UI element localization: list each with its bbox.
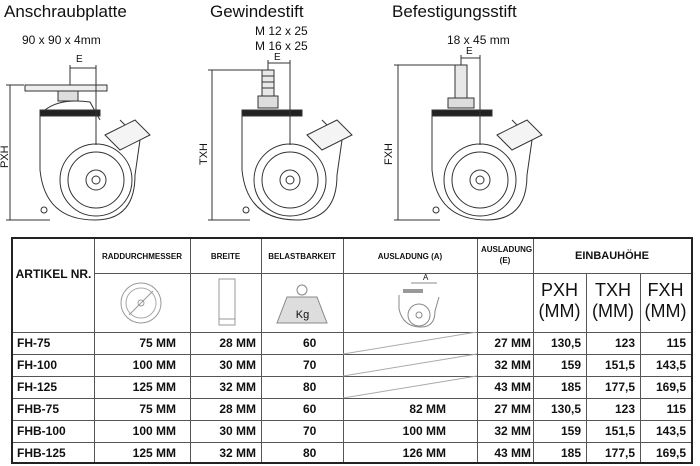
- spec-stud-2: M 16 x 25: [255, 39, 308, 53]
- table-row: FHB-100 100 MM 30 MM 70 100 MM 32 MM 159…: [13, 421, 691, 442]
- cell-offset-a: 126 MM: [402, 446, 446, 460]
- cell-txh: 177,5: [604, 446, 635, 460]
- cell-offset-e: 32 MM: [494, 424, 531, 438]
- cell-fxh: 143,5: [655, 424, 686, 438]
- cell-fxh: 143,5: [655, 358, 686, 372]
- cell-width: 28 MM: [219, 402, 256, 416]
- table-row: FHB-75 75 MM 28 MM 60 82 MM 27 MM 130,5 …: [13, 399, 691, 420]
- header-wheel: RADDURCHMESSER: [101, 252, 182, 261]
- cell-offset-e: 43 MM: [494, 446, 531, 460]
- spec-plate: 90 x 90 x 4mm: [22, 33, 101, 47]
- cell-load: 80: [303, 380, 317, 394]
- caster-drawings: [6, 55, 543, 221]
- offset-a-icon-label: A: [423, 273, 429, 282]
- weight-icon-label: Kg: [295, 309, 310, 321]
- header-article: ARTIKEL NR.: [15, 267, 92, 281]
- heading-pin: Befestigungsstift: [392, 2, 517, 21]
- header-load: BELASTBARKEIT: [268, 252, 336, 261]
- table-row: FHB-125 125 MM 32 MM 80 126 MM 43 MM 185…: [13, 443, 691, 464]
- label-fxh: FXH: [383, 143, 395, 165]
- cell-load: 70: [303, 358, 317, 372]
- cell-load: 70: [303, 424, 317, 438]
- cell-wheel: 125 MM: [132, 446, 176, 460]
- caster-pin-drawing: [394, 55, 543, 221]
- caster-plate-drawing: [6, 65, 151, 221]
- cell-width: 32 MM: [219, 446, 256, 460]
- header-height: EINBAUHÖHE: [575, 250, 649, 262]
- cell-wheel: 75 MM: [139, 402, 176, 416]
- cell-width: 30 MM: [219, 358, 256, 372]
- label-txh: TXH: [198, 143, 210, 165]
- cell-txh: 177,5: [604, 380, 635, 394]
- caster-stud-drawing: [208, 60, 353, 221]
- cell-load: 80: [303, 446, 317, 460]
- cell-pxh: 185: [560, 446, 581, 460]
- label-e-stud: E: [274, 52, 281, 63]
- cell-fxh: 115: [666, 336, 686, 350]
- heading-plate: Anschraubplatte: [4, 2, 127, 21]
- cell-offset-a: 100 MM: [402, 424, 446, 438]
- wheel-width-icon: [218, 278, 236, 326]
- cell-pxh: 159: [560, 424, 581, 438]
- cell-article: FHB-75: [17, 402, 60, 416]
- label-pxh: PXH: [0, 145, 11, 168]
- cell-wheel: 100 MM: [132, 424, 176, 438]
- cell-article: FH-100: [17, 358, 58, 372]
- weight-icon: [276, 284, 328, 324]
- cell-article: FH-125: [17, 380, 58, 394]
- table-row: FH-75 75 MM 28 MM 60 27 MM 130,5 123 115: [13, 333, 691, 354]
- cell-fxh: 115: [666, 402, 686, 416]
- cell-width: 30 MM: [219, 424, 256, 438]
- heading-stud: Gewindestift: [210, 2, 304, 21]
- header-offset-a: AUSLADUNG (A): [377, 252, 443, 261]
- header-fxh-unit: (MM): [644, 301, 687, 321]
- cell-txh: 123: [614, 336, 635, 350]
- header-width: BREITE: [210, 252, 241, 261]
- header-offset-e: AUSLADUNG (E): [481, 245, 533, 265]
- cell-load: 60: [303, 402, 317, 416]
- cell-offset-a: 82 MM: [409, 402, 446, 416]
- cell-article: FHB-125: [17, 446, 66, 460]
- cell-offset-e: 27 MM: [494, 336, 531, 350]
- cell-fxh: 169,5: [655, 446, 686, 460]
- cell-wheel: 75 MM: [139, 336, 176, 350]
- cell-offset-e: 32 MM: [494, 358, 531, 372]
- cell-offset-e: 43 MM: [494, 380, 531, 394]
- spec-pin: 18 x 45 mm: [447, 33, 510, 47]
- header-pxh: PXH: [540, 280, 578, 300]
- table-row: FH-100 100 MM 30 MM 70 32 MM 159 151,5 1…: [13, 355, 691, 376]
- wheel-diameter-icon: [120, 282, 162, 324]
- spec-table: ARTIKEL NR. RADDURCHMESSER BREITE BELAST…: [11, 237, 693, 464]
- cell-txh: 151,5: [604, 424, 635, 438]
- spec-stud-1: M 12 x 25: [255, 24, 308, 38]
- cell-width: 32 MM: [219, 380, 256, 394]
- cell-txh: 123: [614, 402, 635, 416]
- cell-pxh: 130,5: [550, 336, 581, 350]
- empty-offset-strikes: [343, 332, 477, 398]
- label-e-pin: E: [466, 46, 473, 57]
- cell-load: 60: [303, 336, 317, 350]
- cell-article: FH-75: [17, 336, 51, 350]
- cell-article: FHB-100: [17, 424, 66, 438]
- offset-a-icon: [398, 282, 440, 328]
- cell-pxh: 159: [560, 358, 581, 372]
- header-txh: TXH: [595, 280, 631, 300]
- cell-wheel: 125 MM: [132, 380, 176, 394]
- header-pxh-unit: (MM): [538, 301, 581, 321]
- cell-txh: 151,5: [604, 358, 635, 372]
- label-e-plate: E: [76, 54, 83, 65]
- cell-wheel: 100 MM: [132, 358, 176, 372]
- cell-pxh: 130,5: [550, 402, 581, 416]
- cell-fxh: 169,5: [655, 380, 686, 394]
- table-row: FH-125 125 MM 32 MM 80 43 MM 185 177,5 1…: [13, 377, 691, 398]
- header-txh-unit: (MM): [592, 301, 634, 321]
- header-fxh: FXH: [647, 280, 684, 300]
- cell-offset-e: 27 MM: [494, 402, 531, 416]
- cell-pxh: 185: [560, 380, 581, 394]
- cell-width: 28 MM: [219, 336, 256, 350]
